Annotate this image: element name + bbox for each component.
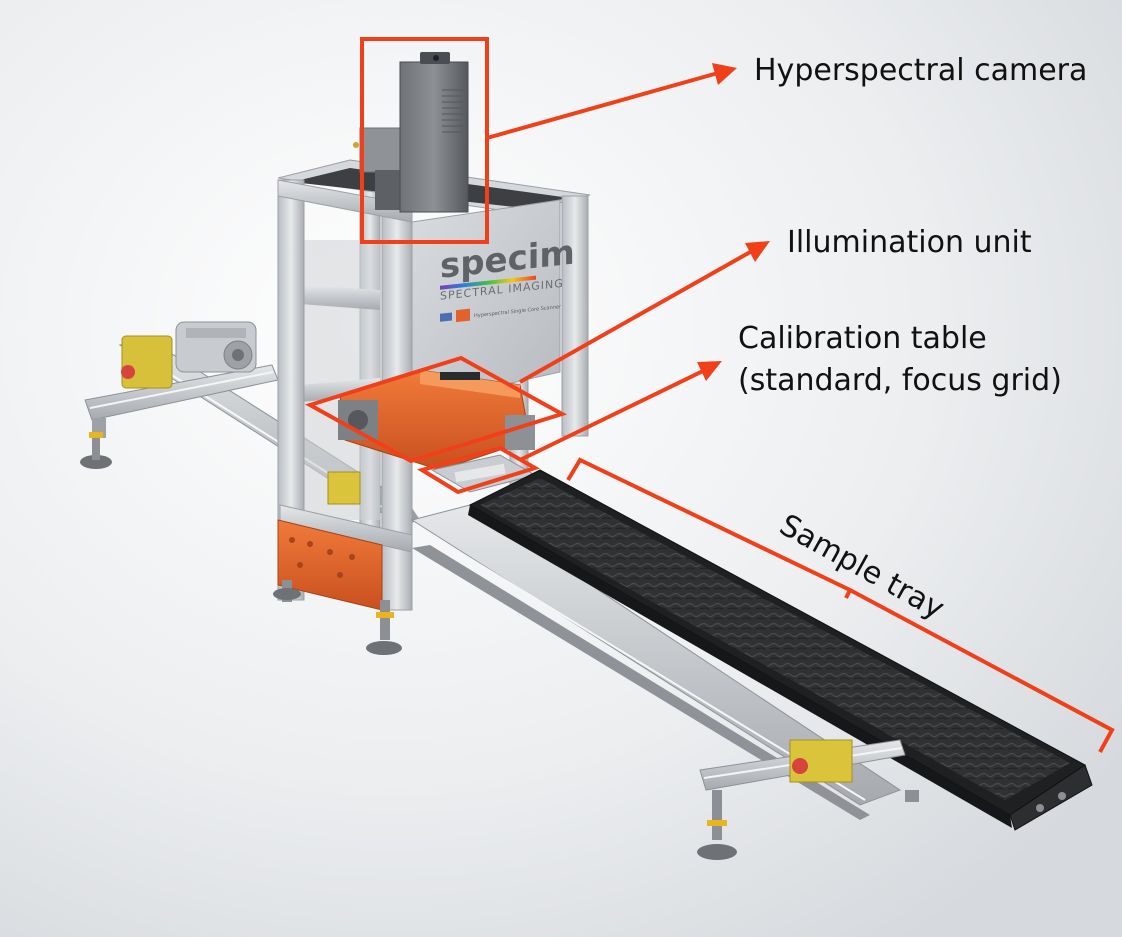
calibration-highlight-box <box>417 445 540 495</box>
illumination-arrowhead <box>745 241 770 262</box>
label-calibration-line1: Calibration table <box>738 321 987 356</box>
front-cross-foot <box>697 739 919 860</box>
motor <box>121 321 257 389</box>
camera-highlight-box <box>360 37 489 244</box>
illumination-leader-line <box>519 249 753 384</box>
illumination-highlight-box <box>304 355 568 464</box>
camera-leader-line <box>486 71 719 140</box>
tower-base <box>273 519 402 655</box>
annotation-overlay <box>304 37 1115 753</box>
camera-arrowhead <box>712 63 737 85</box>
label-illumination-unit: Illumination unit <box>787 225 1032 260</box>
annotation-arrowheads <box>697 63 770 381</box>
limit-switch-left <box>327 471 361 505</box>
calibration-arrowhead <box>697 361 722 381</box>
illumination-unit <box>338 369 535 471</box>
front-panel: specim SPECTRAL IMAGING Hyperspectral Si… <box>411 199 575 406</box>
label-calibration-table: Calibration table (standard, focus grid) <box>738 318 1062 402</box>
label-hyperspectral-camera: Hyperspectral camera <box>754 53 1088 88</box>
label-calibration-line2: (standard, focus grid) <box>738 363 1062 398</box>
sample-tray-bracket-tick <box>844 589 852 599</box>
calibration-leader-line <box>519 368 706 462</box>
hyperspectral-camera <box>353 52 469 213</box>
